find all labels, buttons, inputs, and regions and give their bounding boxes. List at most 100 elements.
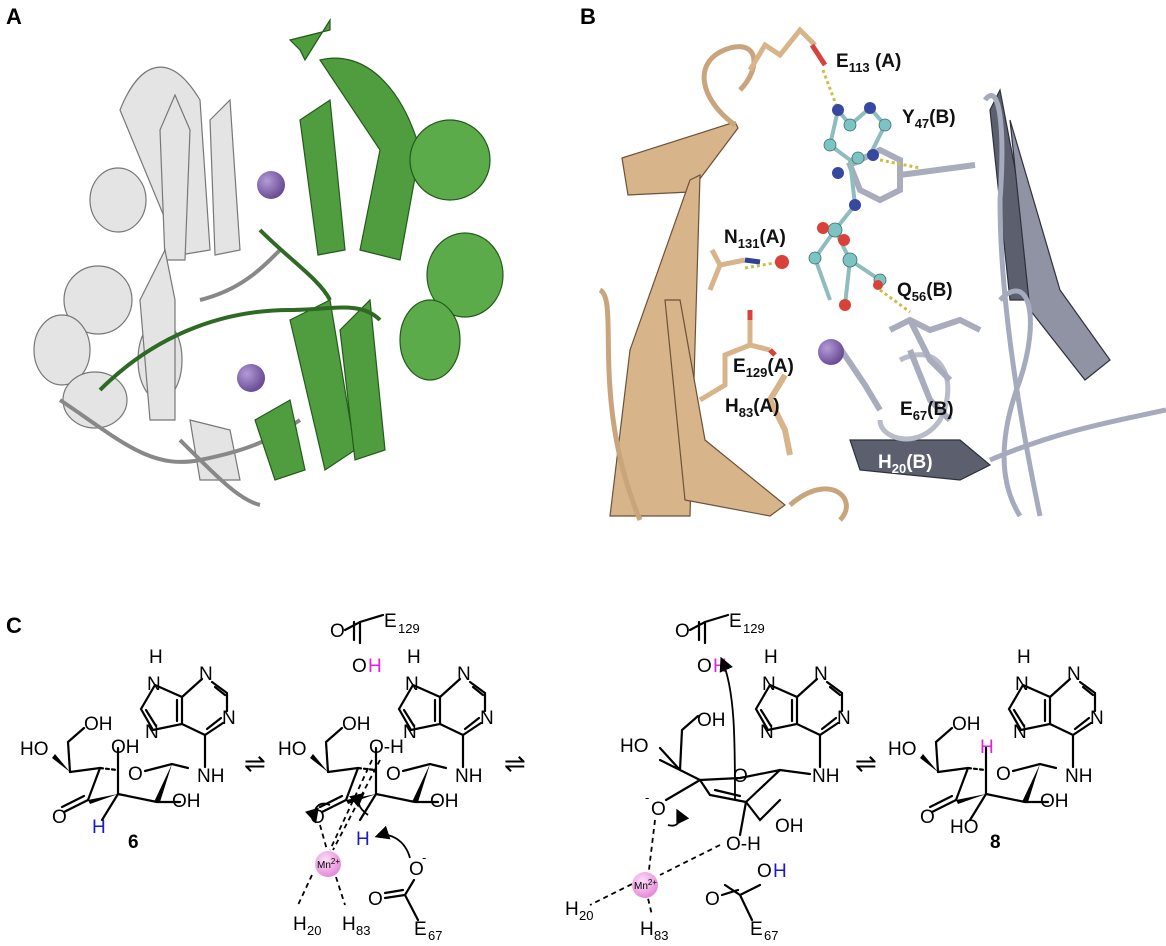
label-e113: E113 (A) [836,51,901,75]
equilibrium-arrow-1: ⇌ [244,748,266,778]
atom-label: H [293,914,307,935]
atom-label: O-H [726,834,761,855]
panel-label-b: B [580,4,596,29]
atom-label: H [149,647,163,668]
atom-label: OH [111,737,140,758]
atom-label: N [405,674,419,695]
atom-label: N [1013,722,1027,743]
atom-label: O-H [369,737,404,758]
equilibrium-arrow-2: ⇌ [504,748,526,778]
atom-label: O [386,764,401,785]
atom-label: O [920,807,935,828]
label-h20: H20(B) [878,452,933,476]
atom-label: H [342,914,356,935]
atom-label: H [356,829,370,850]
atom-label: N [147,674,161,695]
atom-label: H [764,647,778,668]
chain-a-tan-ribbon [609,121,786,517]
label-e67: E67(B) [900,399,954,423]
atom-label: - [645,790,649,805]
atom-label: Mn2+ [317,857,340,871]
compound-label-6: 6 [128,832,139,853]
atom-label: H [980,737,994,758]
label-n131: N131(A) [724,227,786,251]
atom-label: NH [197,766,224,787]
atom-label: 83 [356,923,370,938]
atom-label: HO [950,817,979,838]
chain-a-ribbon [33,66,241,481]
atom-label: N [199,664,213,685]
atom-label: OH [775,816,804,837]
compound-label-8: 8 [990,832,1001,853]
atom-label: OH [1040,791,1069,812]
atom-label: N [1015,674,1029,695]
equilibrium-arrow-3: ⇌ [855,748,877,778]
atom-label: 20 [579,908,593,923]
atom-label: O [352,656,367,677]
atom-label: N [480,708,494,729]
atom-label: NH [455,766,482,787]
atom-label: O [128,764,143,785]
atom-label: O [409,859,424,880]
atom-label: 20 [307,923,321,938]
panel-b-active-site [598,26,1166,522]
atom-label: NH [812,766,839,787]
panel-label-c: C [6,613,22,638]
atom-label: N [222,708,236,729]
compound-6-structure: H N N N N NH OH HO OH O OH O H 6 [20,647,236,853]
atom-label: N [145,722,159,743]
label-e129: E129(A) [733,356,794,380]
atom-label: 67 [764,928,778,943]
atom-label: O [52,807,67,828]
atom-label: O [310,807,325,828]
manganese-ion-1 [257,171,285,199]
mn-ion-circle-2 [632,872,658,898]
atom-label: O [996,764,1011,785]
atom-label: HO [620,736,649,757]
atom-label: N [837,708,851,729]
atom-label: H [565,899,579,920]
atom-label: 67 [428,928,442,943]
atom-label: O [705,889,720,910]
mn-ion-circle-1 [315,851,341,877]
atom-label: E [414,919,427,940]
atom-label: OH [342,714,371,735]
ligand-ball-and-stick [775,102,892,311]
atom-label: H [1017,647,1031,668]
compound-8-structure: H N N N N NH OH HO H O OH O HO 8 [888,647,1104,853]
atom-label: O [368,889,383,910]
chain-b-slate-ribbon [849,88,1111,481]
intermediate-2-structure: O E 129 O H H N N N N NH OH HO O OH O - … [565,611,851,943]
atom-label: HO [20,739,49,760]
label-q56: Q56(B) [897,280,953,304]
atom-label: N [457,664,471,685]
atom-label: OH [84,714,113,735]
panel-label-a: A [6,4,22,29]
intermediate-1-structure: O E 129 O H H N N N N NH OH HO O-H O OH … [278,611,494,943]
chain-b-ribbon [254,17,504,481]
atom-label: O [733,766,748,787]
atom-label: 129 [398,621,420,636]
atom-label: OH [697,710,726,731]
atom-label: N [760,722,774,743]
atom-label: H [92,817,106,838]
label-y47: Y47(B) [902,107,956,131]
atom-label: OH [952,714,981,735]
atom-label: O [651,799,666,820]
atom-label: N [403,722,417,743]
atom-label: Mn2+ [634,878,657,892]
atom-label: N [1067,664,1081,685]
atom-label: E [384,611,397,632]
manganese-ion [818,339,844,365]
atom-label: E [729,611,742,632]
panel-a-protein-structure [33,17,504,507]
atom-label: OH [430,791,459,812]
atom-label: HO [278,739,307,760]
atom-label: E [750,919,763,940]
atom-label: O [330,621,345,642]
atom-label: O [697,656,712,677]
atom-label: H [773,861,787,882]
label-h83: H83(A) [725,396,780,420]
atom-label: O [757,861,772,882]
